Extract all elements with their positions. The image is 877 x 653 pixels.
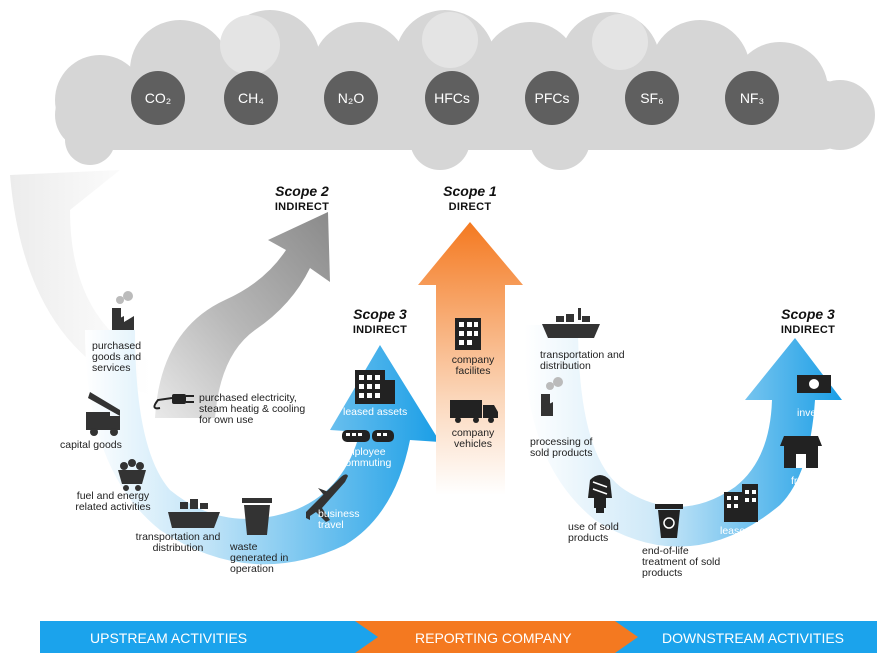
coal-cart-icon — [118, 459, 146, 491]
scope3-up-type: INDIRECT — [352, 324, 408, 336]
gas-n2o: N₂O — [324, 71, 378, 125]
label-waste: waste generated in operation — [230, 541, 289, 575]
gas-co2-label: CO₂ — [145, 90, 171, 106]
cloud-highlights — [220, 12, 648, 75]
band-reporting: REPORTING COMPANY — [415, 630, 572, 646]
label-fuel-energy: fuel and energy related activities — [75, 490, 151, 513]
label-purchased-goods: purchased goods and services — [92, 340, 142, 374]
scope3-down-name: Scope 3 — [781, 306, 835, 322]
recycle-bin-icon — [655, 504, 683, 538]
office-building-icon — [455, 318, 481, 350]
label-downstream-transport: transportation and distribution — [540, 349, 625, 372]
scope2-arrow — [155, 212, 330, 418]
money-icon — [797, 375, 831, 393]
truck-icon — [450, 400, 498, 423]
label-capital-goods: capital goods — [60, 439, 122, 451]
label-end-of-life: end-of-life treatment of sold products — [642, 545, 721, 579]
scope1-name: Scope 1 — [443, 183, 497, 199]
scope1-type: DIRECT — [448, 201, 492, 213]
label-downstream-leased-assets: leased assets — [720, 525, 785, 537]
label-use-of-sold: use of sold products — [568, 521, 619, 544]
gas-ch4-label: CH₄ — [238, 90, 264, 106]
label-employee-commuting: employee commuting — [340, 446, 392, 469]
gas-sf6: SF₆ — [625, 71, 679, 125]
scope3-upstream-arrow — [85, 330, 440, 565]
scope2-name: Scope 2 — [275, 183, 329, 199]
ship-icon — [168, 499, 220, 528]
gas-sf6-label: SF₆ — [640, 90, 664, 106]
store-icon — [780, 436, 822, 468]
label-company-facilities: company facilites — [451, 354, 495, 377]
train-icon — [342, 430, 394, 442]
gas-bubbles: CO₂ CH₄ N₂O HFCs PFCs SF₆ NF₃ — [131, 71, 779, 125]
scope3-upstream-heading: Scope 3 INDIRECT — [340, 306, 420, 336]
activity-band — [40, 621, 877, 653]
gas-hfcs-label: HFCs — [434, 90, 470, 106]
label-purchased-electricity: purchased electricity, steam heatig & co… — [199, 392, 306, 426]
airplane-icon — [306, 474, 348, 522]
band-upstream: UPSTREAM ACTIVITIES — [90, 630, 248, 646]
band-downstream: DOWNSTREAM ACTIVITIES — [662, 630, 845, 646]
label-business-travel: business travel — [318, 508, 360, 531]
scope3-up-name: Scope 3 — [353, 306, 407, 322]
ship-icon — [542, 308, 600, 338]
gas-nf3: NF₃ — [725, 71, 779, 125]
label-upstream-transport: transportation and distribution — [135, 531, 221, 554]
plug-icon — [153, 394, 194, 410]
truck-crane-icon — [86, 392, 120, 436]
gas-ch4: CH₄ — [224, 71, 278, 125]
gas-pfcs: PFCs — [525, 71, 579, 125]
label-franchises: franchises — [791, 475, 839, 487]
gas-co2: CO₂ — [131, 71, 185, 125]
dumpster-icon — [242, 498, 272, 535]
scope3-down-type: INDIRECT — [780, 324, 836, 336]
scope1-heading: Scope 1 DIRECT — [430, 183, 510, 213]
factory-icon — [112, 291, 134, 330]
gas-pfcs-label: PFCs — [535, 90, 570, 106]
gas-nf3-label: NF₃ — [740, 90, 764, 106]
office-building-icon — [724, 484, 758, 522]
scope2-type: INDIRECT — [274, 201, 330, 213]
label-processing: processing of sold products — [530, 436, 593, 459]
scope1-arrow — [418, 222, 523, 495]
factory-icon — [541, 377, 563, 416]
gas-n2o-label: N₂O — [338, 90, 365, 106]
scope3-downstream-heading: Scope 3 INDIRECT — [768, 306, 848, 336]
bulb-icon — [588, 475, 612, 513]
scope2-heading: Scope 2 INDIRECT — [262, 183, 342, 213]
label-company-vehicles: company vehicles — [451, 427, 495, 450]
label-upstream-leased-assets: leased assets — [343, 406, 408, 418]
office-building-icon — [355, 370, 395, 404]
label-investments: investments — [797, 407, 854, 419]
gas-hfcs: HFCs — [425, 71, 479, 125]
